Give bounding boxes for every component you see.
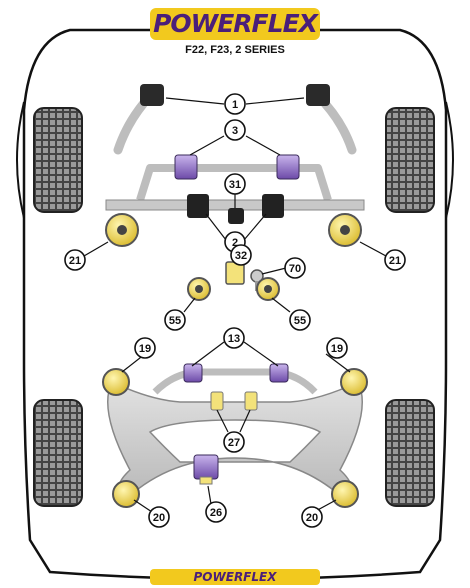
diff-rear-mount-core bbox=[200, 477, 212, 484]
callout-label-c20r: 20 bbox=[306, 512, 318, 524]
callout-label-c70: 70 bbox=[289, 263, 301, 275]
callout-label-c55l: 55 bbox=[169, 315, 181, 327]
diff-front-mount-left bbox=[211, 392, 223, 410]
anti-roll-bar-outer-bush-right bbox=[277, 155, 299, 179]
brand-logo: POWERFLEX bbox=[150, 8, 320, 40]
diff-rear-mount bbox=[194, 455, 218, 479]
gearbox-mount-left-core bbox=[195, 285, 203, 293]
front-arb-link-bush-left bbox=[140, 84, 164, 106]
callout-label-c21l: 21 bbox=[69, 255, 81, 267]
rear-arb-bush-right bbox=[270, 364, 288, 382]
tyre-front-right bbox=[386, 108, 434, 212]
callout-label-c27: 27 bbox=[228, 437, 240, 449]
callout-label-c19l: 19 bbox=[139, 343, 151, 355]
rear-anti-roll-bar bbox=[155, 372, 315, 392]
callout-label-c31: 31 bbox=[229, 179, 241, 191]
subframe-rear-mount-left bbox=[113, 481, 139, 507]
tyre-rear-right bbox=[386, 400, 434, 506]
anti-roll-bar-outer-bush-left bbox=[175, 155, 197, 179]
callout-label-c19r: 19 bbox=[331, 343, 343, 355]
front-wishbone-rear-bush-left-core bbox=[117, 225, 127, 235]
callout-label-c13: 13 bbox=[228, 333, 240, 345]
callout-label-c21r: 21 bbox=[389, 255, 401, 267]
callout-label-c20l: 20 bbox=[153, 512, 165, 524]
front-arb-link-bush-right bbox=[306, 84, 330, 106]
subframe-front-mount-left bbox=[103, 369, 129, 395]
tyre-front-left bbox=[34, 108, 82, 212]
rear-arb-bush-left bbox=[184, 364, 202, 382]
subframe-rear-mount-right bbox=[332, 481, 358, 507]
centre-mount-bush bbox=[228, 208, 244, 224]
brand-footer: POWERFLEX bbox=[150, 569, 320, 585]
diff-front-mount-right bbox=[245, 392, 257, 410]
subframe-front-mount-right bbox=[341, 369, 367, 395]
callout-label-c26: 26 bbox=[210, 507, 222, 519]
callout-label-c3: 3 bbox=[232, 125, 238, 137]
callout-label-c1: 1 bbox=[232, 99, 238, 111]
callout-label-c55r: 55 bbox=[294, 315, 306, 327]
footer-name: POWERFLEX bbox=[150, 569, 320, 585]
gearbox-mount-right-core bbox=[264, 285, 272, 293]
model-title: F22, F23, 2 SERIES bbox=[135, 44, 335, 56]
tyre-rear-left bbox=[34, 400, 82, 506]
brand-name: POWERFLEX bbox=[150, 8, 320, 40]
front-wishbone-rear-bush-right-core bbox=[340, 225, 350, 235]
callout-label-c32: 32 bbox=[235, 250, 247, 262]
